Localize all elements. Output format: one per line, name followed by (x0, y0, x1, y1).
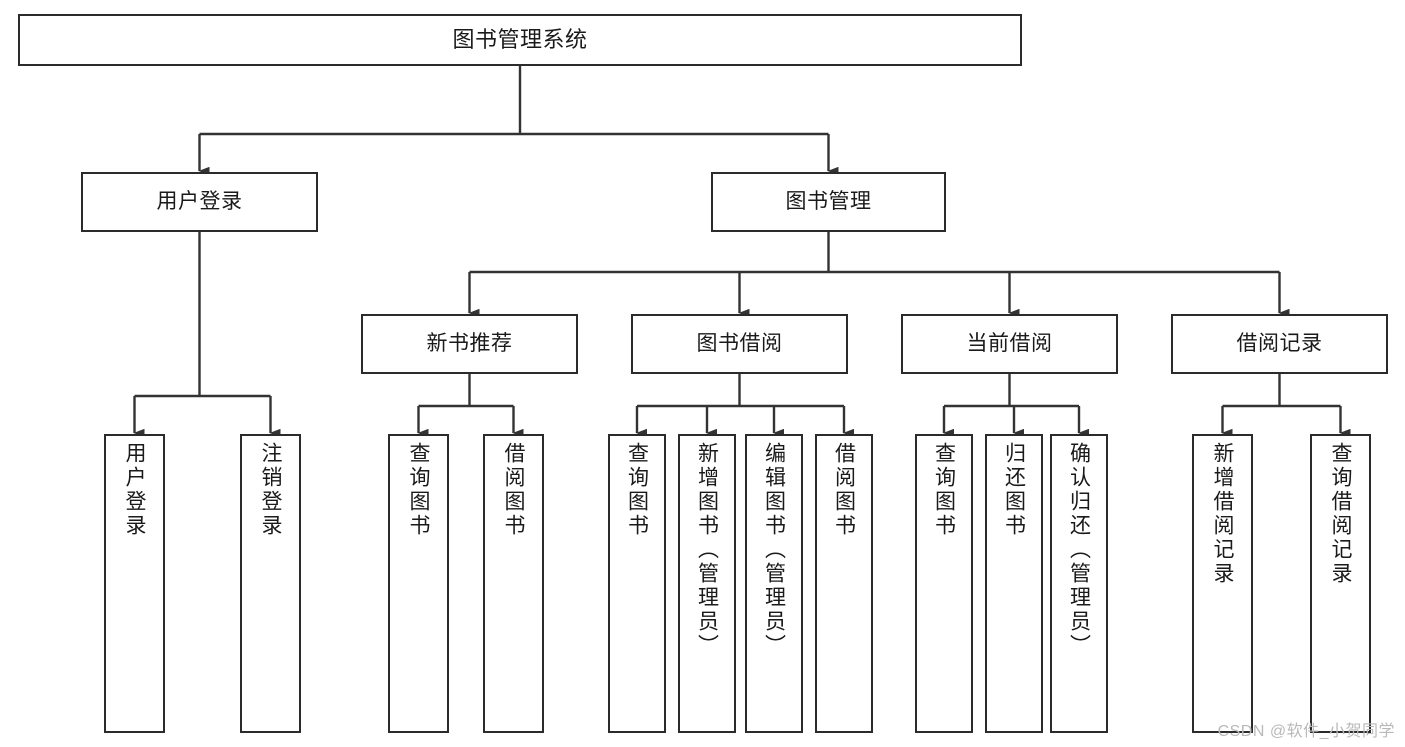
node-label-leaf-bb-add: 新增图书（管理员） (695, 442, 719, 658)
node-label-user-login: 用户登录 (156, 189, 243, 213)
node-leaf-bb-borrow[interactable]: 借阅图书 (815, 434, 873, 733)
node-label-leaf-logout: 注销登录 (259, 442, 282, 538)
node-label-borrow-record: 借阅记录 (1236, 331, 1323, 355)
node-label-leaf-cb-query: 查询图书 (932, 442, 956, 538)
node-leaf-bb-add[interactable]: 新增图书（管理员） (678, 434, 736, 733)
node-label-root: 图书管理系统 (452, 27, 588, 53)
node-root[interactable]: 图书管理系统 (18, 14, 1022, 66)
node-user-login[interactable]: 用户登录 (81, 172, 318, 232)
node-new-book-rec[interactable]: 新书推荐 (361, 314, 578, 374)
node-leaf-cb-query[interactable]: 查询图书 (915, 434, 973, 733)
node-label-leaf-bb-edit: 编辑图书（管理员） (762, 442, 786, 658)
node-label-leaf-user-login: 用户登录 (123, 442, 146, 538)
node-leaf-cb-return[interactable]: 归还图书 (985, 434, 1043, 733)
node-label-leaf-br-add: 新增借阅记录 (1211, 442, 1234, 586)
node-leaf-rec-borrow[interactable]: 借阅图书 (483, 434, 544, 733)
node-leaf-rec-query[interactable]: 查询图书 (388, 434, 449, 733)
node-current-borrow[interactable]: 当前借阅 (901, 314, 1118, 374)
node-label-leaf-cb-confirm: 确认归还（管理员） (1067, 442, 1091, 658)
node-label-leaf-rec-query: 查询图书 (407, 442, 430, 538)
node-leaf-user-login[interactable]: 用户登录 (104, 434, 165, 733)
node-leaf-bb-edit[interactable]: 编辑图书（管理员） (745, 434, 803, 733)
node-label-leaf-cb-return: 归还图书 (1002, 442, 1026, 538)
node-leaf-br-add[interactable]: 新增借阅记录 (1192, 434, 1253, 733)
node-book-borrow[interactable]: 图书借阅 (631, 314, 848, 374)
node-label-leaf-bb-query: 查询图书 (625, 442, 649, 538)
node-leaf-bb-query[interactable]: 查询图书 (608, 434, 666, 733)
node-label-leaf-bb-borrow: 借阅图书 (832, 442, 856, 538)
node-leaf-logout[interactable]: 注销登录 (240, 434, 301, 733)
node-label-book-borrow: 图书借阅 (696, 331, 783, 355)
node-label-book-manage: 图书管理 (785, 189, 872, 213)
node-label-new-book-rec: 新书推荐 (426, 331, 513, 355)
node-label-leaf-br-query: 查询借阅记录 (1329, 442, 1352, 586)
node-borrow-record[interactable]: 借阅记录 (1171, 314, 1388, 374)
node-label-leaf-rec-borrow: 借阅图书 (502, 442, 525, 538)
connector-layer (133, 66, 1351, 438)
node-leaf-cb-confirm[interactable]: 确认归还（管理员） (1050, 434, 1108, 733)
node-leaf-br-query[interactable]: 查询借阅记录 (1310, 434, 1371, 733)
node-label-current-borrow: 当前借阅 (966, 331, 1053, 355)
node-book-manage[interactable]: 图书管理 (711, 172, 946, 232)
